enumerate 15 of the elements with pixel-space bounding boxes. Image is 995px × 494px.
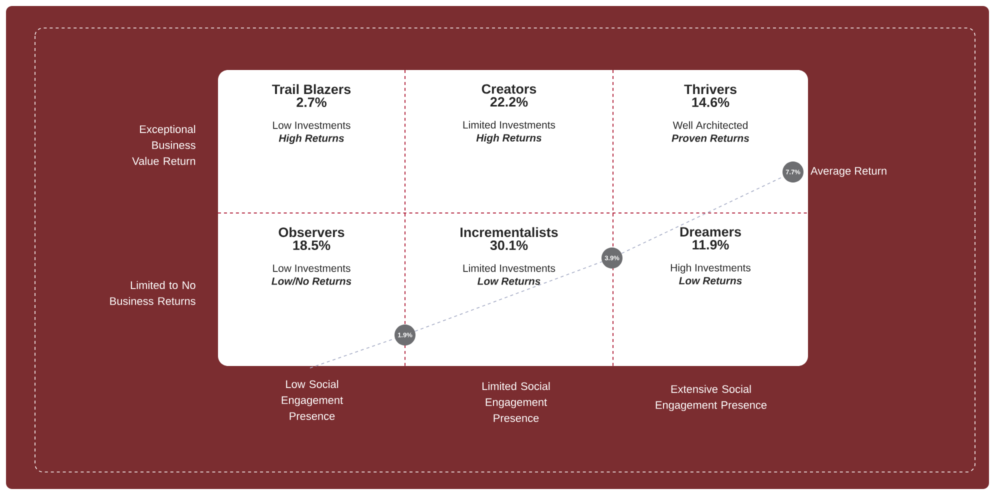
trend-line	[621, 176, 784, 254]
axis-label: Low Social Engagement Presence	[282, 380, 343, 420]
axis-label: Exceptional Business Value Return	[132, 125, 196, 165]
axis-label: Limited to No Business Returns	[110, 281, 196, 305]
axis-label: Extensive Social Engagement Presence	[656, 384, 767, 412]
trend-line	[310, 338, 396, 368]
quadrant-cell: Trail Blazers 2.7% Low Investments High Returns	[272, 84, 351, 144]
quadrant-cell: Creators 22.2% Limited Investments High Returns	[463, 84, 556, 144]
quadrant-cell: Thrivers 14.6% Well Architected Proven Returns	[672, 84, 750, 142]
quadrant-cell: Incrementalists 30.1% Limited Investments Low Returns	[460, 227, 558, 285]
quadrant-cell: Dreamers 11.9% High Investments Low Returns	[670, 227, 750, 284]
bubble-caption: Average Return	[810, 167, 886, 177]
quadrant-cell: Observers 18.5% Low Investments Low/No Returns	[272, 227, 352, 285]
axis-label: Limited Social Engagement Presence	[482, 382, 550, 422]
trend-line	[414, 261, 602, 332]
